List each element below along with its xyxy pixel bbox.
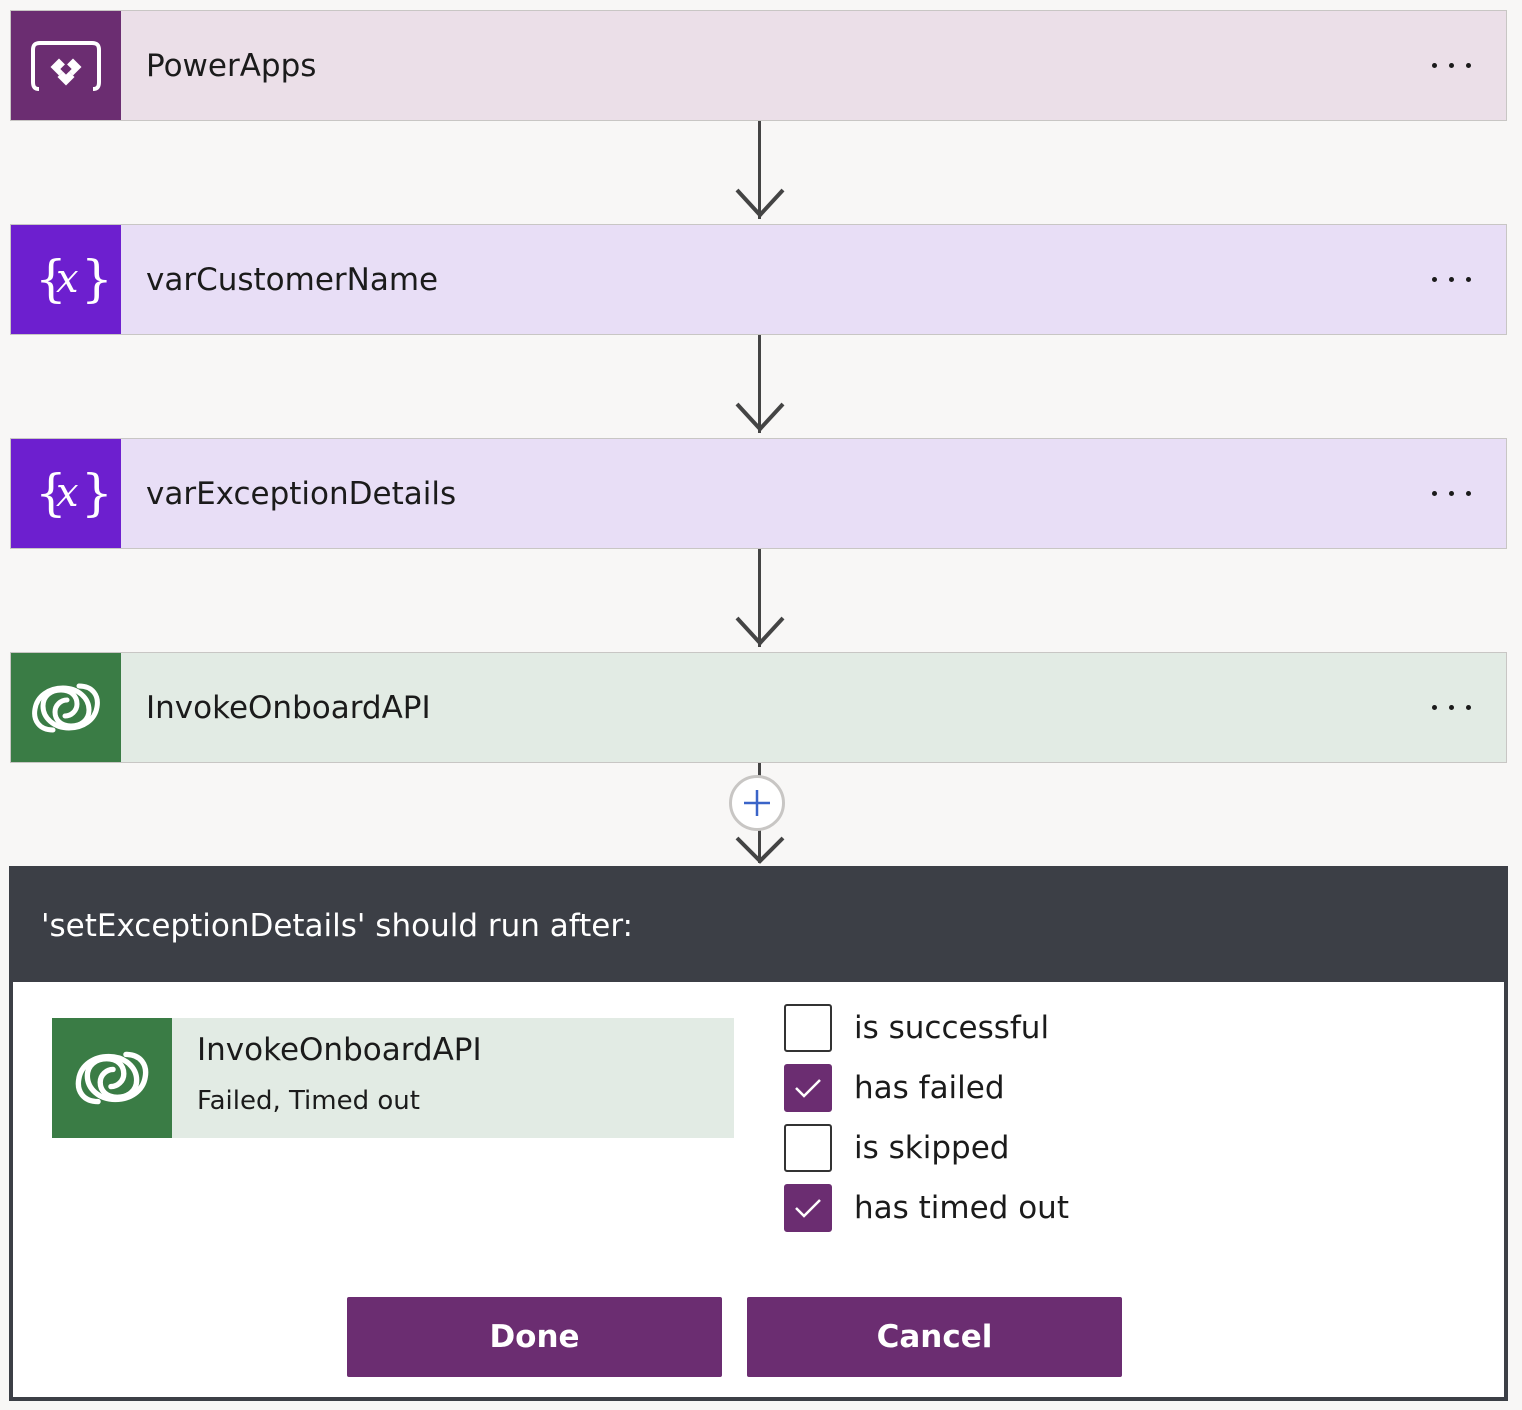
checkmark-icon xyxy=(795,1199,821,1218)
svg-text:}: } xyxy=(81,464,109,522)
option-label: is successful xyxy=(854,1010,1050,1046)
connector-arrow xyxy=(735,549,785,652)
step-title: InvokeOnboardAPI xyxy=(146,689,431,726)
step-title: varCustomerName xyxy=(146,261,439,298)
option-has-timed-out[interactable]: has timed out xyxy=(784,1178,1069,1238)
checkbox[interactable] xyxy=(784,1004,832,1052)
dialog-title: 'setExceptionDetails' should run after: xyxy=(41,908,633,944)
step-varexceptiondetails[interactable]: {x} varExceptionDetails xyxy=(10,438,1507,549)
option-has-failed[interactable]: has failed xyxy=(784,1058,1069,1118)
svg-text:}: } xyxy=(81,250,109,308)
dataverse-icon-box xyxy=(52,1018,172,1138)
dialog-header: 'setExceptionDetails' should run after: xyxy=(13,870,1504,982)
checkmark-icon xyxy=(795,1079,821,1098)
plus-icon xyxy=(744,790,770,816)
dot-icon xyxy=(1465,63,1471,68)
dot-icon xyxy=(1465,277,1471,282)
arrow-down-icon xyxy=(735,402,785,432)
dot-icon xyxy=(1448,277,1454,282)
step-invokeonboardapi[interactable]: InvokeOnboardAPI xyxy=(10,652,1507,763)
dot-icon xyxy=(1448,63,1454,68)
checkbox[interactable] xyxy=(784,1064,832,1112)
dependency-card: InvokeOnboardAPI Failed, Timed out xyxy=(52,1018,734,1138)
run-after-options: is successful has failed is skipped has … xyxy=(784,998,1069,1238)
dot-icon xyxy=(1431,277,1437,282)
dataverse-icon-box xyxy=(11,653,121,762)
checkbox[interactable] xyxy=(784,1124,832,1172)
svg-text:{: { xyxy=(35,464,67,522)
cancel-button[interactable]: Cancel xyxy=(747,1297,1122,1377)
step-varcustomername[interactable]: {x} varCustomerName xyxy=(10,224,1507,335)
dependency-status: Failed, Timed out xyxy=(197,1086,420,1116)
variable-icon-box: {x} xyxy=(11,225,121,334)
dot-icon xyxy=(1465,705,1471,710)
dot-icon xyxy=(1431,491,1437,496)
variable-icon: {x} xyxy=(35,464,109,522)
svg-text:x: x xyxy=(56,470,79,516)
connector-arrow xyxy=(735,121,785,224)
option-is-skipped[interactable]: is skipped xyxy=(784,1118,1069,1178)
svg-text:x: x xyxy=(56,256,79,302)
arrow-down-icon xyxy=(735,836,785,864)
connector-arrow xyxy=(735,335,785,438)
dot-icon xyxy=(1431,705,1437,710)
dataverse-icon xyxy=(32,683,100,732)
dot-icon xyxy=(1465,491,1471,496)
option-label: has timed out xyxy=(854,1190,1069,1226)
svg-text:{: { xyxy=(35,250,67,308)
more-options-button[interactable] xyxy=(1406,36,1496,96)
option-label: is skipped xyxy=(854,1130,1010,1166)
step-title: PowerApps xyxy=(146,47,317,84)
more-options-button[interactable] xyxy=(1406,678,1496,738)
option-label: has failed xyxy=(854,1070,1005,1106)
dependency-name: InvokeOnboardAPI xyxy=(197,1032,482,1068)
arrow-down-icon xyxy=(735,188,785,218)
arrow-down-icon xyxy=(735,616,785,646)
done-button[interactable]: Done xyxy=(347,1297,722,1377)
run-after-dialog: 'setExceptionDetails' should run after: … xyxy=(9,866,1508,1401)
more-options-button[interactable] xyxy=(1406,464,1496,524)
dot-icon xyxy=(1448,491,1454,496)
option-is-successful[interactable]: is successful xyxy=(784,998,1069,1058)
variable-icon: {x} xyxy=(35,250,109,308)
dot-icon xyxy=(1431,63,1437,68)
powerapps-icon-box xyxy=(11,11,121,120)
checkbox[interactable] xyxy=(784,1184,832,1232)
powerapps-icon xyxy=(31,40,101,91)
more-options-button[interactable] xyxy=(1406,250,1496,310)
step-title: varExceptionDetails xyxy=(146,475,457,512)
step-powerapps[interactable]: PowerApps xyxy=(10,10,1507,121)
variable-icon-box: {x} xyxy=(11,439,121,548)
dot-icon xyxy=(1448,705,1454,710)
insert-step-button[interactable] xyxy=(729,775,785,831)
dependency-text: InvokeOnboardAPI Failed, Timed out xyxy=(197,1018,482,1138)
dataverse-icon xyxy=(75,1051,149,1105)
